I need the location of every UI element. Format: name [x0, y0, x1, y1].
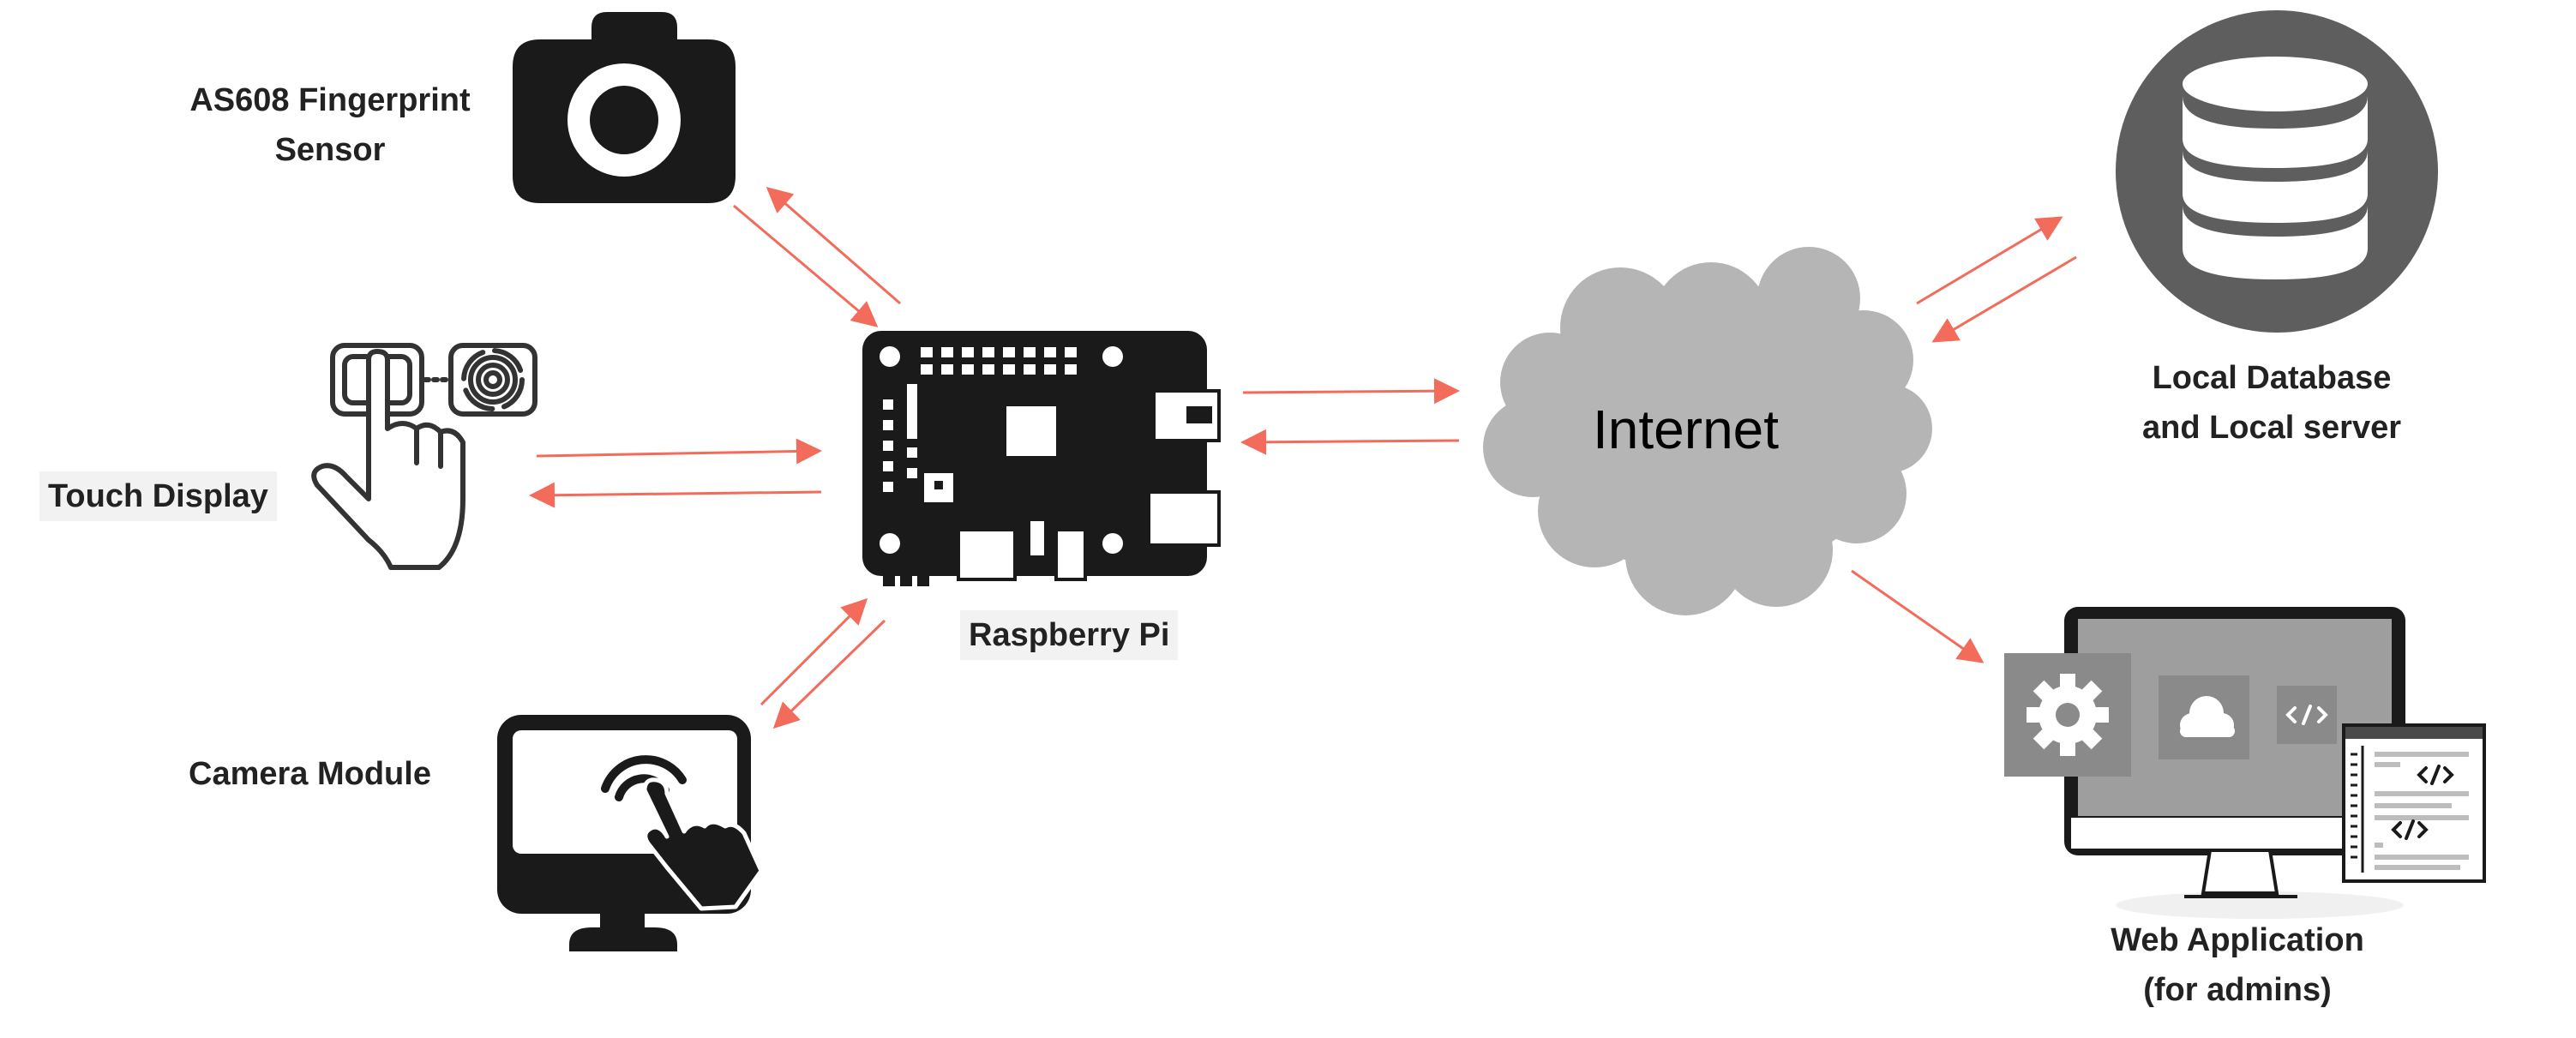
- camera-icon: [513, 12, 736, 203]
- arrow-sensor-to-pi: [733, 204, 879, 327]
- arrow-internet-to-db: [1916, 216, 2063, 305]
- touch-display-label: Touch Display: [39, 471, 314, 521]
- local-db-label: Local Database and Local server: [2109, 353, 2435, 453]
- local-db-label-line2: and Local server: [2141, 410, 2402, 446]
- web-app-label: Web Application (for admins): [2075, 915, 2400, 1015]
- touch-monitor-icon: [497, 715, 764, 951]
- circuit-board-icon: [862, 331, 1221, 586]
- camera-module-label-text: Camera Module: [189, 756, 431, 792]
- arrow-touch-to-pi: [536, 438, 822, 465]
- fingerprint-sensor-label-line2: Sensor: [274, 132, 386, 168]
- camera-module-label: Camera Module: [189, 749, 471, 799]
- raspberry-pi-label-text: Raspberry Pi: [960, 610, 1179, 660]
- web-app-label-line1: Web Application: [2111, 922, 2364, 958]
- fingerprint-sensor-label-line1: AS608 Fingerprint: [189, 82, 471, 118]
- arrow-pi-to-internet: [1242, 378, 1460, 405]
- raspberry-pi-label: Raspberry Pi: [960, 610, 1200, 660]
- touch-display-label-text: Touch Display: [39, 471, 277, 521]
- arrow-camera-to-pi: [760, 597, 868, 706]
- arrow-pi-to-touch: [529, 482, 822, 508]
- touch-fingerprint-icon: [311, 343, 537, 570]
- code-icon: [2285, 705, 2328, 725]
- cloud-icon: [1483, 247, 1932, 615]
- arrow-pi-to-sensor: [766, 187, 901, 305]
- cloud-upload-icon: [2180, 696, 2235, 737]
- internet-label: Internet: [1593, 399, 1780, 460]
- local-db-label-line1: Local Database: [2152, 360, 2392, 396]
- web-app-label-line2: (for admins): [2143, 972, 2332, 1008]
- web-app-monitor-icon: [2004, 607, 2486, 919]
- arrow-db-to-internet: [1931, 255, 2077, 343]
- arrow-internet-to-webapp: [1851, 569, 1985, 663]
- database-icon: [2116, 10, 2438, 333]
- fingerprint-sensor-label: AS608 Fingerprint Sensor: [171, 75, 489, 175]
- gear-icon: [2027, 674, 2109, 756]
- code-document-icon: [2342, 723, 2486, 883]
- connection-arrows: [529, 187, 2077, 729]
- arrow-pi-to-camera: [772, 619, 886, 729]
- arrow-internet-to-pi: [1240, 429, 1460, 455]
